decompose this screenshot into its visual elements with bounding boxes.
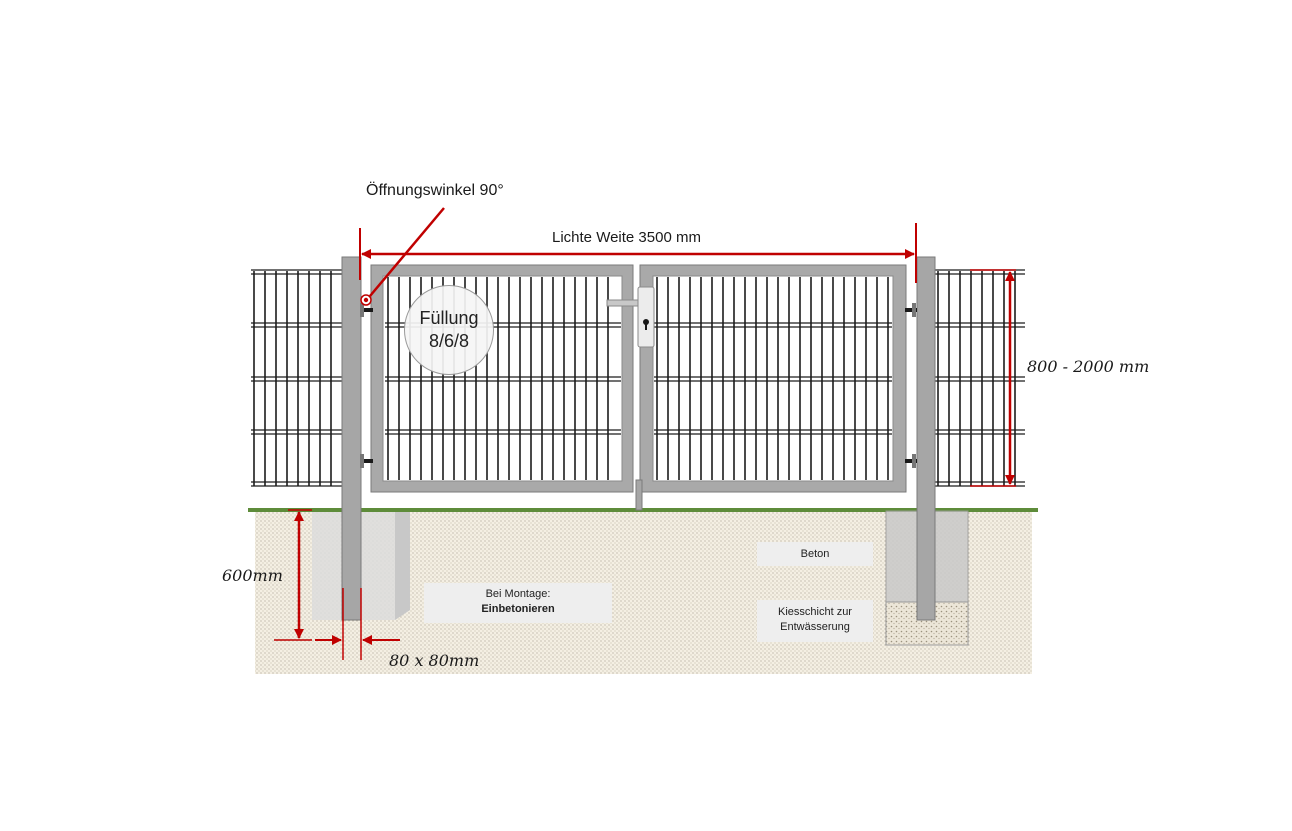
right-post bbox=[916, 256, 936, 621]
filling-value: 8/6/8 bbox=[428, 331, 470, 351]
hinges bbox=[360, 303, 917, 468]
left-post bbox=[341, 256, 362, 621]
height-range-label: 800 - 2000 mm bbox=[1027, 357, 1150, 376]
depth-label: 600mm bbox=[222, 566, 283, 585]
left-gate-wing bbox=[370, 264, 634, 493]
depth-dimension bbox=[274, 509, 312, 641]
gravel-line2: Entwässerung bbox=[780, 621, 850, 633]
gravel-line1: Kiesschicht zur bbox=[778, 606, 852, 618]
ground-stop bbox=[635, 479, 643, 511]
clear-width-dimension bbox=[359, 223, 917, 283]
filling-title: Füllung bbox=[419, 308, 479, 328]
mounting-line2: Einbetonieren bbox=[481, 603, 555, 615]
post-section-label: 80 x 80mm bbox=[389, 651, 480, 670]
post-section-dimension bbox=[315, 588, 400, 660]
filling-badge: Füllung 8/6/8 bbox=[404, 285, 494, 375]
right-gate-wing bbox=[639, 264, 907, 493]
height-dimension bbox=[970, 269, 1016, 487]
mounting-line1: Bei Montage: bbox=[485, 588, 551, 600]
left-fence-panel bbox=[251, 269, 343, 487]
lock-handle bbox=[606, 286, 655, 348]
clear-width-label: Lichte Weite 3500 mm bbox=[550, 229, 703, 246]
right-fence-panel bbox=[935, 269, 1025, 487]
gravel-note: Kiesschicht zur Entwässerung bbox=[757, 600, 873, 642]
concrete-note: Beton bbox=[757, 542, 873, 566]
opening-angle-label: Öffnungswinkel 90° bbox=[366, 182, 504, 199]
mounting-note: Bei Montage: Einbetonieren bbox=[424, 583, 612, 623]
